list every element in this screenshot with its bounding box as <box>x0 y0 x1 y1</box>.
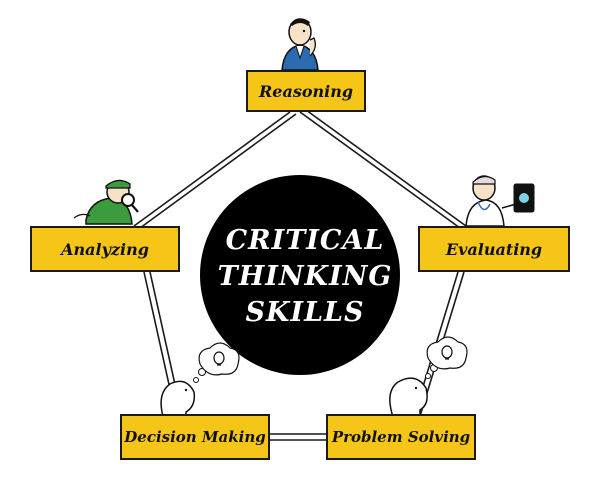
head-with-lightbulb-thought-icon <box>389 336 468 421</box>
edge-problem-decision <box>270 433 326 441</box>
node-problem-solving: Problem Solving <box>326 414 476 460</box>
center-title-line: CRITICAL <box>225 225 385 256</box>
center-title: CRITICAL THINKING SKILLS <box>190 192 420 362</box>
edge-reasoning-evaluating <box>299 109 467 229</box>
doctor-with-tablet-icon <box>465 175 535 227</box>
node-label: Reasoning <box>258 81 354 101</box>
center-circle <box>200 175 400 375</box>
node-label: Decision Making <box>124 428 266 446</box>
center-title-line: SKILLS <box>245 297 365 328</box>
node-reasoning: Reasoning <box>246 70 366 112</box>
node-label: Problem Solving <box>331 428 471 446</box>
thinking-man-icon <box>281 18 319 71</box>
inspector-with-magnifier-icon <box>73 179 139 225</box>
node-decision-making: Decision Making <box>120 414 270 460</box>
head-with-lightbulb-thought-icon <box>160 342 240 421</box>
node-label: Evaluating <box>445 239 543 259</box>
node-analyzing: Analyzing <box>30 226 180 272</box>
node-evaluating: Evaluating <box>418 226 570 272</box>
center-title-line: THINKING <box>217 261 393 292</box>
edge-analyzing-reasoning <box>133 111 297 229</box>
node-label: Analyzing <box>61 239 149 259</box>
pentagon-edges <box>133 109 467 441</box>
